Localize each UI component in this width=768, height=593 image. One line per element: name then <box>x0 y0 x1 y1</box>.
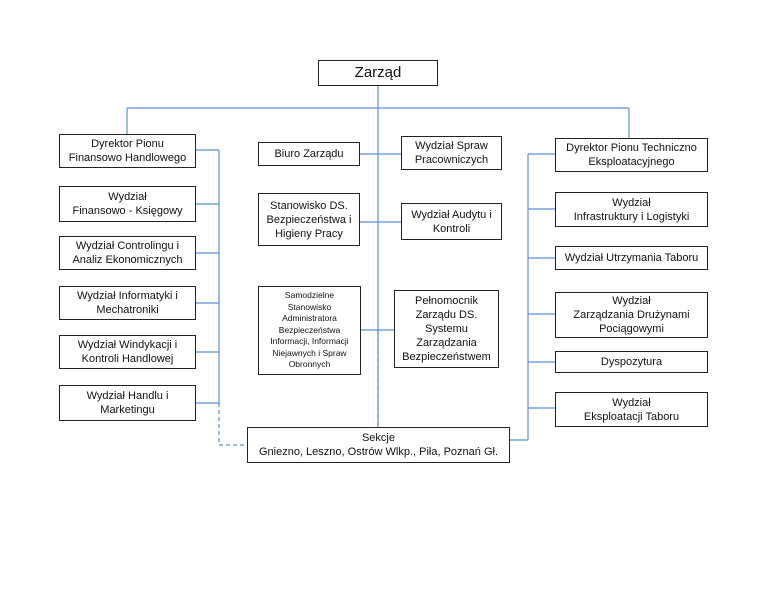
dashed-connector <box>218 403 247 446</box>
board-box: Zarząd <box>318 60 438 86</box>
infrastructure-dept-box: Wydział Infrastruktury i Logistyki <box>555 192 708 227</box>
dispatch-box: Dyspozytura <box>555 351 708 373</box>
sales-marketing-dept-box: Wydział Handlu i Marketingu <box>59 385 196 421</box>
it-dept-box: Wydział Informatyki i Mechatroniki <box>59 286 196 320</box>
technical-director-box: Dyrektor Pionu Techniczno Eksploatacyjne… <box>555 138 708 172</box>
health-safety-box: Stanowisko DS. Bezpieczeństwa i Higieny … <box>258 193 360 246</box>
rolling-stock-operation-box: Wydział Eksploatacji Taboru <box>555 392 708 427</box>
controlling-dept-box: Wydział Controlingu i Analiz Ekonomiczny… <box>59 236 196 270</box>
sections-box: Sekcje Gniezno, Leszno, Ostrów Wlkp., Pi… <box>247 427 510 463</box>
rolling-stock-maintenance-box: Wydział Utrzymania Taboru <box>555 246 708 270</box>
connector-group <box>126 86 630 446</box>
train-crews-dept-box: Wydział Zarządzania Drużynami Pociągowym… <box>555 292 708 338</box>
audit-dept-box: Wydział Audytu i Kontroli <box>401 203 502 240</box>
hr-dept-box: Wydział Spraw Pracowniczych <box>401 136 502 170</box>
info-security-admin-box: Samodzielne Stanowisko Administratora Be… <box>258 286 361 375</box>
finance-accounting-dept-box: Wydział Finansowo - Księgowy <box>59 186 196 222</box>
board-office-box: Biuro Zarządu <box>258 142 360 166</box>
debt-collection-dept-box: Wydział Windykacji i Kontroli Handlowej <box>59 335 196 369</box>
financial-director-box: Dyrektor Pionu Finansowo Handlowego <box>59 134 196 168</box>
security-representative-box: Pełnomocnik Zarządu DS. Systemu Zarządza… <box>394 290 499 368</box>
